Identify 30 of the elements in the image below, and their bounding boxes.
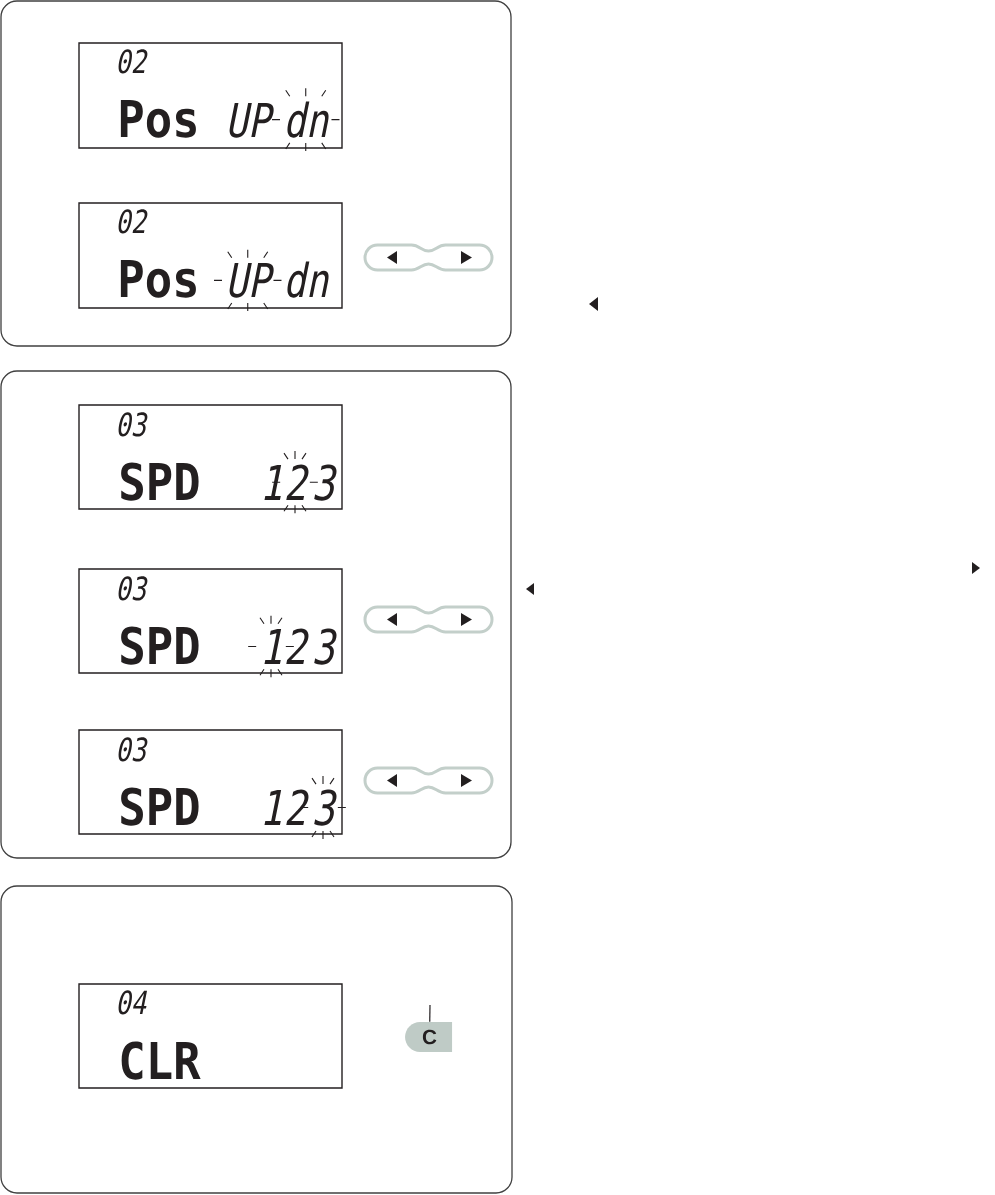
rounded-panel <box>0 0 512 347</box>
leader-line <box>429 1004 431 1023</box>
rounded-panel <box>0 370 512 859</box>
display-text: 02 <box>118 49 148 74</box>
display-text: Pos <box>120 100 196 138</box>
display-text: UP <box>229 103 274 138</box>
display-text: 03 <box>118 737 148 762</box>
display-text: 3 <box>314 464 337 501</box>
display-text: 03 <box>118 576 148 601</box>
display-text: 3 <box>314 789 337 826</box>
display-text: SPD <box>121 462 199 501</box>
display-text: Pos <box>120 260 196 298</box>
display-text: 03 <box>118 412 148 437</box>
display-text: 1 <box>264 465 282 500</box>
key-button: C <box>405 1022 453 1052</box>
display-text: dn <box>287 261 329 298</box>
display-text: dn <box>287 101 329 138</box>
display-text: 3 <box>314 628 337 665</box>
display-text: SPD <box>121 787 199 826</box>
rounded-panel <box>0 885 513 1194</box>
display-text: 04 <box>118 990 148 1015</box>
display-text: 02 <box>118 209 148 234</box>
display-text: SPD <box>121 626 199 665</box>
display-text: 1 <box>264 790 282 825</box>
display-text: CLR <box>121 1041 201 1080</box>
display-text: 1 <box>264 629 282 664</box>
display-text: UP <box>229 263 274 298</box>
display-text: 2 <box>286 464 309 500</box>
display-text: 2 <box>286 628 309 664</box>
display-text: 2 <box>286 789 309 825</box>
